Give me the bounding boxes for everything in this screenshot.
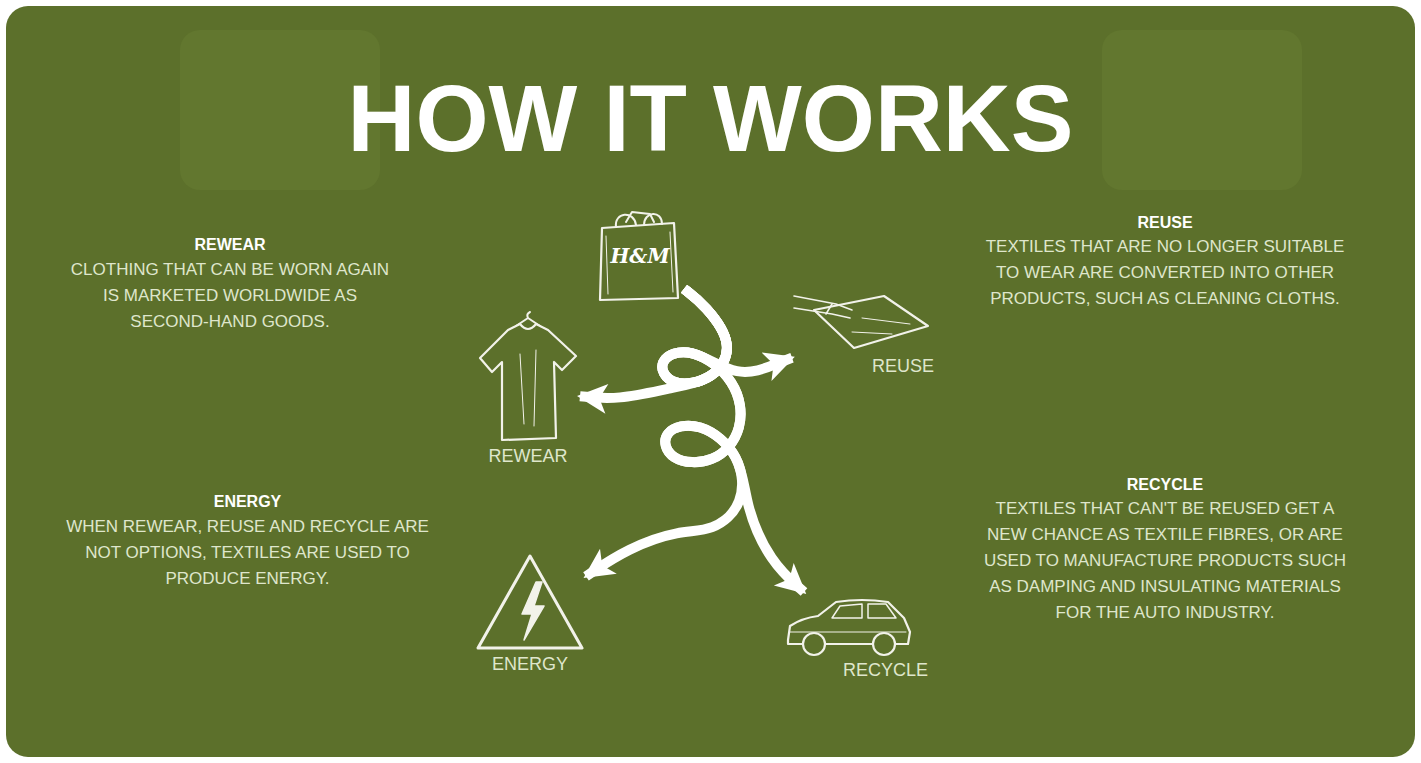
cloth-icon: REUSE: [792, 288, 934, 378]
section-text: TEXTILES THAT ARE NO LONGER SUITABLE TO …: [975, 234, 1355, 312]
section-text: CLOTHING THAT CAN BE WORN AGAIN IS MARKE…: [70, 257, 390, 335]
brand-logo: H&M: [596, 244, 684, 268]
icon-label: ENERGY: [474, 652, 586, 676]
spiral-arrow: [662, 289, 804, 592]
tshirt-icon: REWEAR: [476, 314, 580, 468]
section-heading: REUSE: [975, 212, 1355, 234]
car-icon-drawing: [782, 592, 928, 658]
section-text: WHEN REWEAR, REUSE AND RECYCLE ARE NOT O…: [55, 514, 440, 592]
energy-icon: ENERGY: [474, 552, 586, 676]
energy-icon-drawing: [474, 552, 586, 652]
section-heading: ENERGY: [55, 491, 440, 513]
faint-panel: [1102, 30, 1302, 190]
car-icon: RECYCLE: [782, 592, 928, 682]
cloth-icon-drawing: [792, 288, 934, 354]
section-text: TEXTILES THAT CAN'T BE REUSED GET A NEW …: [975, 496, 1355, 626]
icon-label: REWEAR: [476, 444, 580, 468]
section-heading: REWEAR: [70, 234, 390, 256]
icon-label: RECYCLE: [782, 658, 928, 682]
title: HOW IT WORKS: [0, 72, 1421, 166]
shopping-bag: H&M: [596, 206, 684, 304]
tshirt-icon-drawing: [476, 314, 580, 444]
section-heading: RECYCLE: [975, 474, 1355, 496]
icon-label: REUSE: [792, 354, 934, 378]
